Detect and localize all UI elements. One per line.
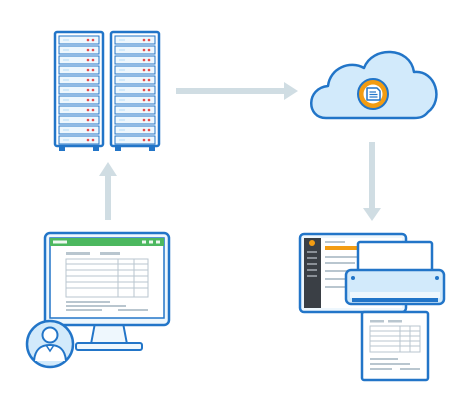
server-unit: [114, 45, 156, 55]
arrow-workstation-to-servers: [99, 162, 117, 220]
server-unit: [114, 35, 156, 45]
server-unit: [114, 95, 156, 105]
server-unit: [114, 125, 156, 135]
server-rack-icon: [53, 30, 161, 151]
server-unit: [58, 75, 100, 85]
server-unit: [114, 115, 156, 125]
printed-document: [360, 310, 430, 382]
server-unit: [114, 65, 156, 75]
server-unit: [58, 45, 100, 55]
arrow-servers-to-cloud: [176, 82, 298, 100]
document-icon: [366, 87, 381, 101]
server-unit: [114, 75, 156, 85]
printer-icon: [344, 240, 446, 382]
server-unit: [58, 35, 100, 45]
server-unit: [114, 135, 156, 145]
app-header-bar: [50, 238, 164, 246]
server-unit: [58, 95, 100, 105]
server-unit: [58, 105, 100, 115]
document-table: [65, 258, 149, 298]
server-unit: [58, 125, 100, 135]
dashboard-highlight: [325, 246, 375, 250]
server-rack-2: [109, 30, 161, 151]
server-unit: [114, 105, 156, 115]
dashboard-sidebar: [304, 238, 321, 308]
server-unit: [58, 85, 100, 95]
server-unit: [114, 55, 156, 65]
server-unit: [58, 65, 100, 75]
server-rack-1: [53, 30, 105, 151]
server-unit: [58, 135, 100, 145]
server-unit: [58, 115, 100, 125]
server-unit: [114, 85, 156, 95]
server-unit: [58, 55, 100, 65]
arrow-cloud-to-printer: [363, 142, 381, 221]
user-avatar-icon: [25, 319, 75, 369]
cloud-document-icon: [310, 50, 438, 120]
monitor-icon: [43, 231, 171, 351]
